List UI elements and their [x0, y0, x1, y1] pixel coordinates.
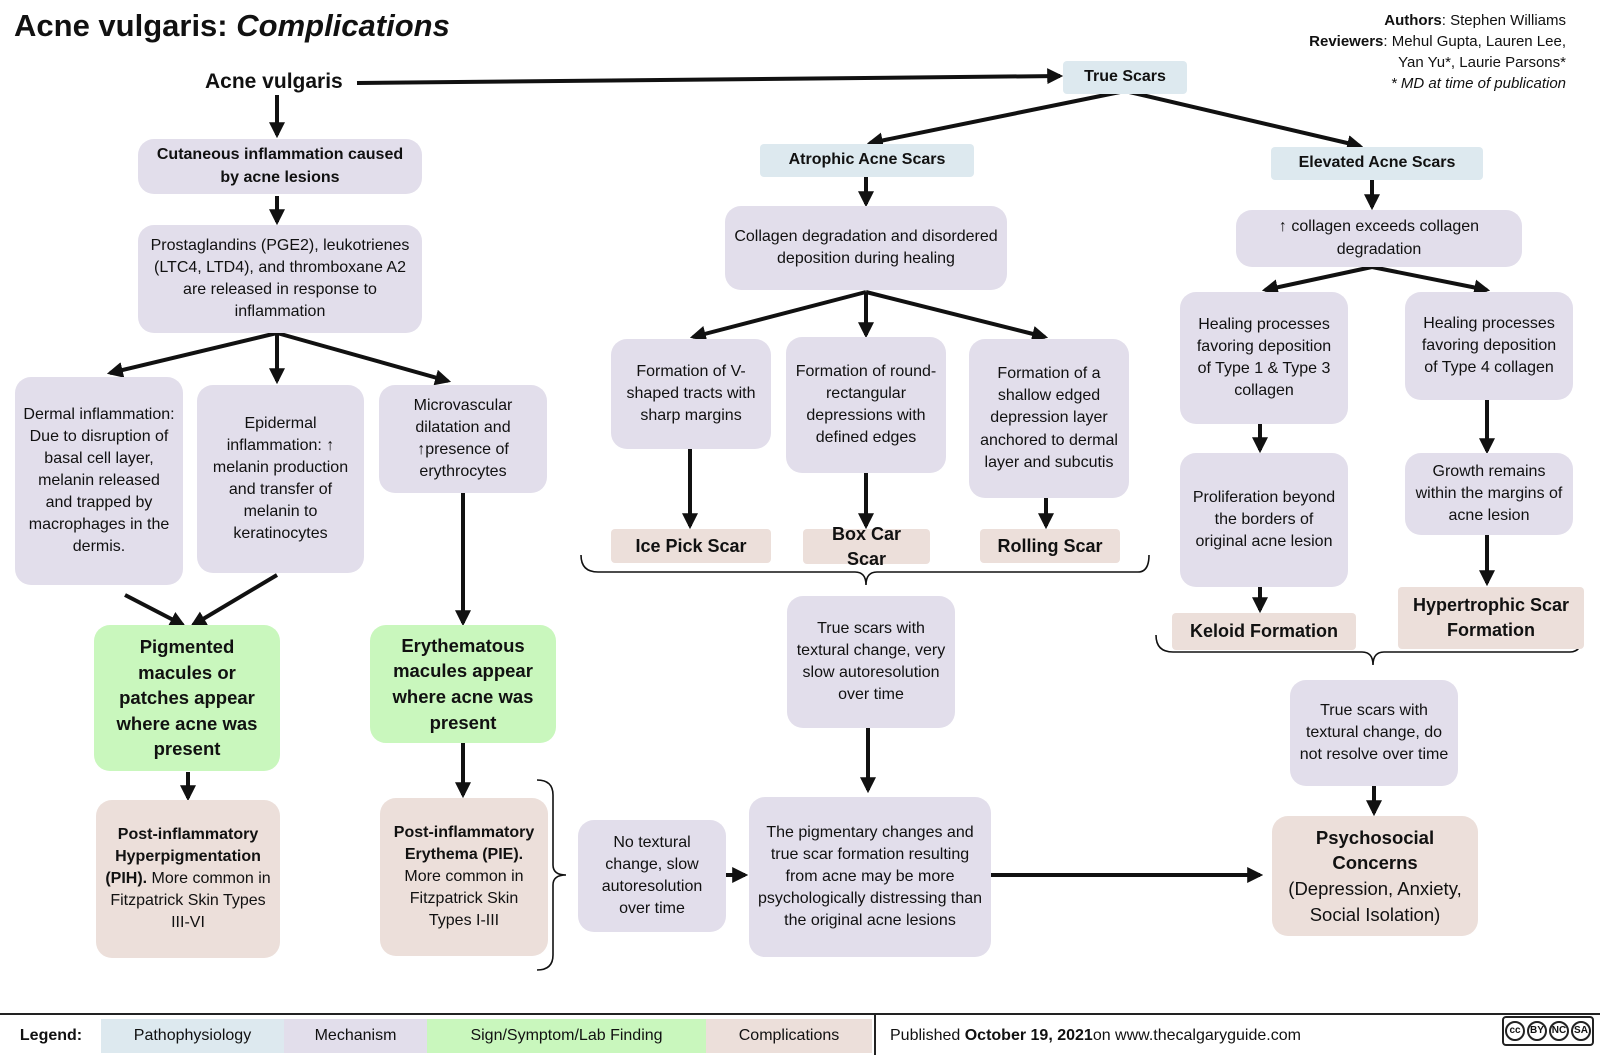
brace-atrophic-scars — [580, 554, 1150, 586]
microvascular-box: Microvascular dilatation and ↑presence o… — [379, 385, 547, 493]
published-line: Published October 19, 2021 on www.thecal… — [890, 1019, 1370, 1053]
arrow-prosta-micro — [276, 331, 452, 386]
ice-pick-scar-box: Ice Pick Scar — [611, 529, 771, 563]
published-suffix: on www.thecalgaryguide.com — [1092, 1027, 1301, 1044]
pigmented-macules-box: Pigmented macules or patches appear wher… — [94, 625, 280, 771]
box-car-scar-box: Box Car Scar — [803, 524, 930, 569]
reviewers-names-2: Yan Yu*, Laurie Parsons* — [1398, 54, 1566, 71]
authors-names: : Stephen Williams — [1441, 12, 1566, 29]
title-sub: Complications — [236, 8, 450, 43]
collagen-exceeds-box: ↑ collagen exceeds collagen degradation — [1236, 210, 1522, 267]
cc-icon: cc — [1505, 1021, 1525, 1041]
erythematous-macules-box: Erythematous macules appear where acne w… — [370, 625, 556, 743]
psychosocial-detail: (Depression, Anxiety, Social Isolation) — [1288, 878, 1462, 925]
legend-mechanism: Mechanism — [284, 1019, 427, 1053]
sa-icon: SA — [1571, 1021, 1591, 1041]
pigmentary-changes-box: The pigmentary changes and true scar for… — [749, 797, 991, 957]
arrow-exceeds-type4 — [1371, 265, 1491, 296]
pie-box: Post-inflammatory Erythema (PIE). More c… — [380, 798, 548, 956]
type4-collagen-box: Healing processes favoring deposition of… — [1405, 292, 1573, 400]
dermal-inflammation-box: Dermal inflammation: Due to disruption o… — [15, 377, 183, 585]
pih-detail: More common in Fitzpatrick Skin Types II… — [110, 869, 271, 932]
arrow-exceeds-type13 — [1261, 265, 1373, 296]
title-main: Acne vulgaris: — [14, 8, 237, 43]
shallow-depression-box: Formation of a shallow edged depression … — [969, 339, 1129, 498]
creative-commons-badge: cc BY NC SA — [1502, 1016, 1594, 1046]
prostaglandins-box: Prostaglandins (PGE2), leukotrienes (LTC… — [138, 225, 422, 333]
published-date: October 19, 2021 — [964, 1027, 1093, 1044]
legend-bar: Legend: Pathophysiology Mechanism Sign/S… — [0, 1013, 1600, 1055]
arrow-collagen-shallow — [865, 290, 1049, 342]
slow-autoresolution-box: True scars with textural change, very sl… — [787, 596, 955, 728]
proliferation-box: Proliferation beyond the borders of orig… — [1180, 453, 1348, 587]
legend-label: Legend: — [19, 1027, 83, 1044]
elevated-scars-box: Elevated Acne Scars — [1271, 147, 1483, 180]
true-scars-box: True Scars — [1063, 61, 1187, 94]
arrow-epidermal-pigmented — [190, 573, 279, 627]
psychosocial-concerns-box: Psychosocial Concerns(Depression, Anxiet… — [1272, 816, 1478, 936]
collagen-degradation-box: Collagen degradation and disordered depo… — [725, 206, 1007, 290]
authors-label: Authors — [1384, 12, 1442, 29]
pih-box: Post-inflammatory Hyperpigmentation (PIH… — [96, 800, 280, 958]
brace-pih-pie — [536, 779, 567, 971]
pie-title: Post-inflammatory Erythema (PIE). — [393, 823, 535, 863]
nc-icon: NC — [1549, 1021, 1569, 1041]
brace-elevated-scars — [1155, 634, 1583, 666]
rolling-scar-box: Rolling Scar — [980, 529, 1120, 563]
legend-sign-symptom: Sign/Symptom/Lab Finding — [427, 1019, 706, 1053]
cutaneous-inflammation-box: Cutaneous inflammation caused by acne le… — [138, 139, 422, 194]
arrow-collagen-vshaped — [689, 290, 867, 342]
growth-within-margins-box: Growth remains within the margins of acn… — [1405, 453, 1573, 535]
arrow-root-truescars — [356, 68, 1064, 85]
hypertrophic-scar-box: Hypertrophic Scar Formation — [1398, 587, 1584, 649]
md-note: * MD at time of publication — [1390, 75, 1566, 92]
arrow-dermal-pigmented — [124, 593, 186, 627]
no-textural-change-box: No textural change, slow autoresolution … — [578, 820, 726, 932]
v-shaped-tracts-box: Formation of V-shaped tracts with sharp … — [611, 339, 771, 449]
authors-block: Authors: Stephen Williams Reviewers: Meh… — [1309, 10, 1566, 94]
arrow-true-elevated — [1124, 89, 1364, 151]
published-prefix: Published — [890, 1027, 961, 1044]
pie-detail: More common in Fitzpatrick Skin Types I-… — [404, 867, 524, 930]
legend-pathophysiology: Pathophysiology — [101, 1019, 284, 1053]
no-resolve-box: True scars with textural change, do not … — [1290, 680, 1458, 786]
psychosocial-title: Psychosocial Concerns — [1315, 826, 1435, 874]
epidermal-inflammation-box: Epidermal inflammation: ↑ melanin produc… — [197, 385, 364, 573]
round-rectangular-box: Formation of round-rectangular depressio… — [786, 337, 946, 473]
type1-type3-collagen-box: Healing processes favoring deposition of… — [1180, 292, 1348, 424]
atrophic-scars-box: Atrophic Acne Scars — [760, 144, 974, 177]
acne-vulgaris-root: Acne vulgaris — [205, 70, 343, 93]
legend-divider — [874, 1015, 876, 1055]
by-icon: BY — [1527, 1021, 1547, 1041]
arrow-true-atrophic — [866, 89, 1126, 149]
reviewers-names-1: : Mehul Gupta, Lauren Lee, — [1383, 33, 1566, 50]
reviewers-label: Reviewers — [1309, 33, 1384, 50]
arrow-prosta-dermal — [106, 331, 278, 378]
pih-title: Post-inflammatory Hyperpigmentation (PIH… — [105, 825, 261, 887]
legend-complications: Complications — [706, 1019, 872, 1053]
keloid-formation-box: Keloid Formation — [1172, 613, 1356, 650]
page-title: Acne vulgaris: Complications — [14, 8, 450, 44]
